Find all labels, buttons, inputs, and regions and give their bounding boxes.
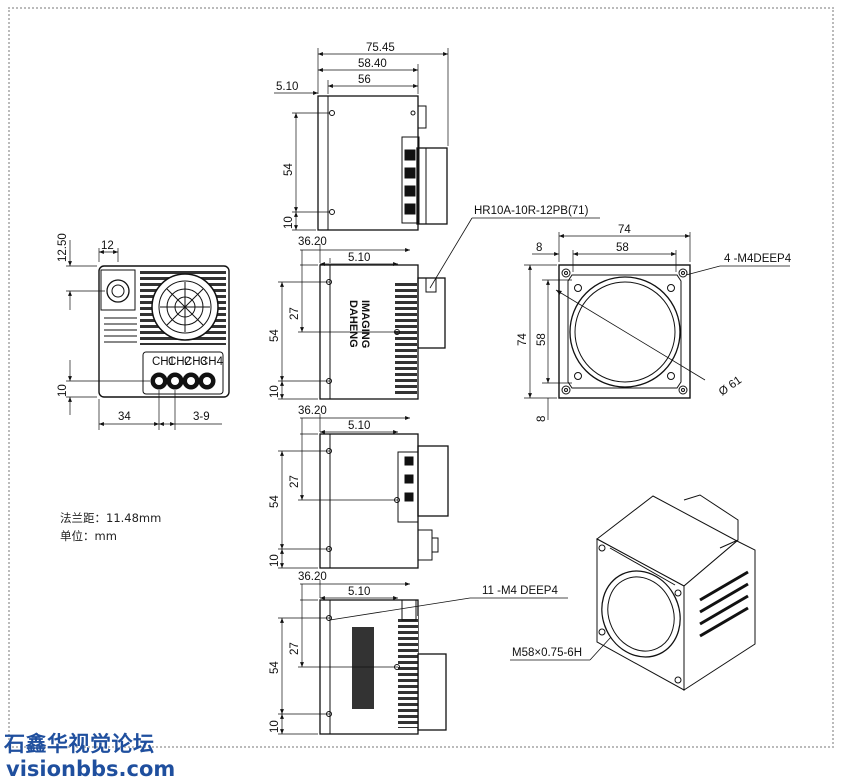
page-frame xyxy=(8,7,834,748)
dim-diameter: Ø 61 xyxy=(717,374,744,398)
dim-flange: 5.10 xyxy=(348,586,370,598)
side-view-4 xyxy=(278,580,568,735)
watermark-url[interactable]: visionbbs.com xyxy=(6,757,176,781)
label-plate xyxy=(352,627,374,709)
callout-lens-thread: M58×0.75-6H xyxy=(512,647,582,659)
fan-housing xyxy=(417,653,447,731)
dim-flange: 5.10 xyxy=(348,252,370,264)
dim-front-hole-offset: 8 xyxy=(536,242,542,254)
side-view-top xyxy=(274,48,449,231)
dim-front-height: 74 xyxy=(517,333,529,346)
dim-offset: 36.20 xyxy=(298,571,327,583)
dim-height: 54 xyxy=(269,495,281,508)
dim-height: 54 xyxy=(269,661,281,674)
body-outline xyxy=(319,433,419,569)
callout-side-holes: 11 -M4 DEEP4 xyxy=(482,585,558,597)
dim-offset: 36.20 xyxy=(298,236,327,248)
dim-body: 56 xyxy=(358,74,371,86)
ch2-label: CH2 xyxy=(168,356,191,368)
dim-body-fan: 58.40 xyxy=(358,58,387,70)
dim-bottom: 10 xyxy=(269,385,281,398)
dim-front-bottom: 8 xyxy=(536,416,548,422)
rear-body-outline xyxy=(98,265,230,398)
fan-housing xyxy=(417,445,449,517)
dim-height: 54 xyxy=(269,329,281,342)
callout-front-holes: 4 -M4DEEP4 xyxy=(724,253,792,265)
dim-bottom: 10 xyxy=(283,216,295,229)
dim-center: 27 xyxy=(289,307,301,320)
dim-height: 54 xyxy=(283,163,295,176)
rear-view: CH1 CH2 CH3 CH4 xyxy=(66,240,230,430)
dim-flange: 5.10 xyxy=(276,81,298,93)
brand-line1: DAHENG xyxy=(347,300,359,348)
side-view-2 xyxy=(278,244,446,400)
ch1-label: CH1 xyxy=(152,356,175,368)
dim-top-offset: 12.50 xyxy=(57,233,69,262)
front-plate-outline xyxy=(558,264,691,399)
body-outline xyxy=(317,95,419,231)
isometric-view xyxy=(510,494,756,691)
brand-logo: DAHENG IMAGING xyxy=(347,300,371,348)
dim-offset: 36.20 xyxy=(298,405,327,417)
iso-lens-mount xyxy=(601,570,681,658)
dim-front-hole-span-v: 58 xyxy=(536,333,548,346)
dim-front-hole-span: 58 xyxy=(616,242,629,254)
connector-housing xyxy=(100,269,136,311)
dim-center: 27 xyxy=(289,642,301,655)
fan-housing xyxy=(416,147,448,225)
dim-overall: 75.45 xyxy=(366,42,395,54)
ch3-label: CH3 xyxy=(184,356,207,368)
dim-connector-x: 12 xyxy=(101,240,114,252)
dim-pitch: 3-9 xyxy=(193,411,210,423)
side-view-3 xyxy=(278,414,449,569)
callout-connector: HR10A-10R-12PB(71) xyxy=(474,205,589,217)
connector-leader xyxy=(429,217,600,289)
dim-front-width: 74 xyxy=(618,224,631,236)
dim-center: 27 xyxy=(289,475,301,488)
watermark-title: 石鑫华视觉论坛 xyxy=(4,732,155,756)
front-view xyxy=(524,232,790,420)
fan-housing xyxy=(417,277,446,349)
rear-vent-left xyxy=(104,317,137,343)
dim-flange: 5.10 xyxy=(348,420,370,432)
brand-line2: IMAGING xyxy=(359,300,371,348)
dim-width: 34 xyxy=(118,411,131,423)
round-connector-icon xyxy=(106,279,130,303)
dim-bottom-offset: 10 xyxy=(57,384,69,397)
unit-note: 单位：mm xyxy=(60,529,117,543)
connector-plug xyxy=(417,529,433,561)
flange-distance-note: 法兰距：11.48mm xyxy=(60,511,162,525)
channel-ports xyxy=(150,372,216,390)
dim-bottom: 10 xyxy=(269,720,281,733)
lens-mount-inner xyxy=(574,281,676,383)
lens-mount-outer xyxy=(569,276,681,388)
ch4-label: CH4 xyxy=(200,356,224,368)
dim-bottom: 10 xyxy=(269,554,281,567)
